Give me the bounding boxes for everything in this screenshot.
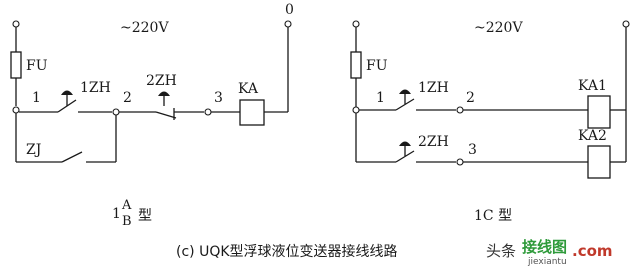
watermark-prefix: 头条 bbox=[486, 242, 516, 260]
left-switch1-label: 1ZH bbox=[80, 80, 111, 96]
right-node3-label: 3 bbox=[468, 142, 477, 158]
right-relay1-label: KA1 bbox=[578, 78, 607, 94]
left-type-sub: B bbox=[122, 214, 132, 229]
right-node2-terminal bbox=[456, 106, 464, 114]
left-type-label: 1 A B 型 bbox=[112, 198, 152, 229]
right-relay1-coil bbox=[587, 95, 611, 129]
watermark-mark: .com bbox=[572, 242, 613, 260]
right-zero-terminal bbox=[622, 20, 630, 28]
left-switch2-blade bbox=[155, 111, 177, 119]
right-type-label: 1C 型 bbox=[474, 208, 512, 224]
left-fuse bbox=[10, 51, 22, 79]
right-node2-label: 2 bbox=[466, 90, 475, 106]
right-voltage-label: ~220V bbox=[474, 20, 523, 36]
right-circuit: ~220V FU 1 1ZH 2 KA1 2ZH bbox=[350, 20, 630, 224]
right-switch2-label: 2ZH bbox=[418, 134, 449, 150]
figure-caption: (c) UQK型浮球液位变送器接线线路 bbox=[176, 243, 398, 260]
right-switch1-blade bbox=[395, 98, 415, 111]
right-node1-label: 1 bbox=[376, 90, 385, 106]
watermark-brand: 接线图 bbox=[522, 238, 567, 256]
left-switch1-float-icon bbox=[61, 90, 73, 95]
left-node2-label: 2 bbox=[123, 90, 132, 106]
left-relay-label: KA bbox=[238, 81, 259, 97]
right-node3-terminal bbox=[456, 158, 464, 166]
right-relay2-coil bbox=[587, 145, 611, 179]
left-switch2-float-icon bbox=[158, 91, 170, 96]
left-node1-terminal bbox=[12, 106, 20, 114]
left-zj-blade bbox=[61, 151, 83, 163]
left-zero-label: 0 bbox=[285, 2, 294, 18]
left-node1-label: 1 bbox=[32, 90, 41, 106]
left-top-terminal bbox=[12, 20, 20, 28]
right-fuse bbox=[350, 51, 362, 79]
left-node3-terminal bbox=[204, 108, 212, 116]
left-type-main: 1 bbox=[112, 206, 121, 222]
watermark-url: jiexiantu bbox=[527, 257, 567, 267]
right-switch1-label: 1ZH bbox=[418, 80, 449, 96]
right-node1-terminal bbox=[352, 106, 360, 114]
watermark: 头条 接线图 jiexiantu .com bbox=[486, 238, 613, 267]
left-type-sup: A bbox=[121, 198, 132, 213]
left-switch2-label: 2ZH bbox=[146, 73, 177, 89]
right-switch1-float-icon bbox=[399, 89, 411, 94]
left-voltage-label: ~220V bbox=[120, 20, 169, 36]
right-switch2-blade bbox=[395, 150, 415, 163]
left-node2-terminal bbox=[112, 108, 120, 116]
left-type-suffix: 型 bbox=[138, 208, 152, 224]
left-circuit: ~220V FU 0 1 1ZH 2 2ZH 3 bbox=[10, 2, 294, 229]
right-top-terminal bbox=[352, 20, 360, 28]
left-zero-terminal bbox=[284, 20, 292, 28]
left-node3-label: 3 bbox=[214, 90, 223, 106]
right-fuse-label: FU bbox=[366, 58, 388, 74]
left-relay-coil bbox=[239, 99, 265, 126]
right-switch2-float-icon bbox=[399, 141, 411, 146]
left-fuse-label: FU bbox=[26, 58, 48, 74]
left-zj-label: ZJ bbox=[26, 142, 41, 158]
right-relay2-label: KA2 bbox=[578, 128, 607, 144]
